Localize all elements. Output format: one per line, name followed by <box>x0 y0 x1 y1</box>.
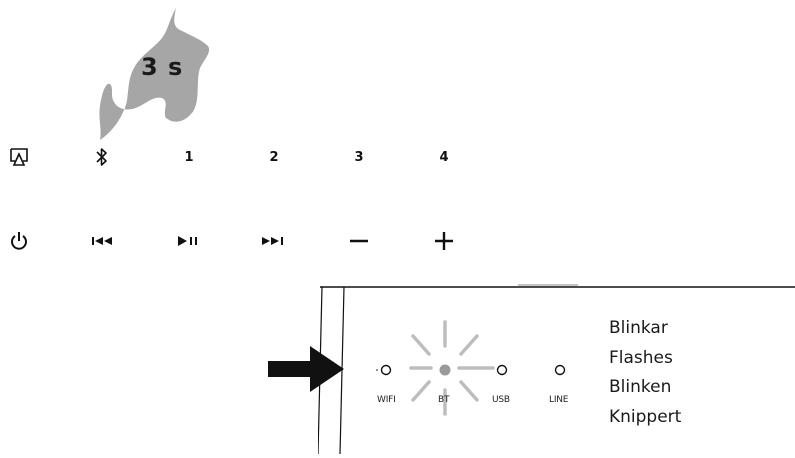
play-pause-icon <box>178 236 197 246</box>
pressing-finger <box>96 6 216 146</box>
flash-rays-icon <box>409 320 495 416</box>
status-swedish: Blinkar <box>609 318 668 338</box>
bluetooth-button[interactable] <box>87 142 117 172</box>
previous-track-icon <box>92 237 112 245</box>
usb-led-icon <box>496 364 508 376</box>
bt-led-icon <box>439 364 451 376</box>
preset-3-button[interactable]: 3 <box>344 142 374 172</box>
bluetooth-icon <box>96 148 107 166</box>
status-dutch: Knippert <box>609 406 682 427</box>
usb-indicator-label: USB <box>492 395 510 405</box>
top-key-row: 1 2 3 4 <box>0 142 795 172</box>
volume-up-button[interactable] <box>429 226 459 256</box>
preset-4-label: 4 <box>439 149 449 165</box>
press-duration-label: 3 s <box>141 53 184 81</box>
next-track-button[interactable] <box>258 226 288 256</box>
airplay-button[interactable] <box>4 142 34 172</box>
preset-1-label: 1 <box>184 149 194 165</box>
status-english: Flashes <box>609 347 673 368</box>
previous-track-button[interactable] <box>88 226 118 256</box>
wifi-led-icon <box>376 364 392 376</box>
volume-down-icon <box>350 239 368 243</box>
line-indicator-label: LINE <box>549 395 569 405</box>
preset-3-label: 3 <box>354 149 364 165</box>
preset-2-button[interactable]: 2 <box>259 142 289 172</box>
line-led-icon <box>554 364 566 376</box>
flash-status-list: Blinkar Flashes Blinken Knippert <box>609 314 681 432</box>
airplay-icon <box>10 148 28 166</box>
preset-2-label: 2 <box>269 149 279 165</box>
power-icon <box>11 232 27 250</box>
wifi-indicator-label: WIFI <box>377 395 396 405</box>
finger-icon <box>99 8 210 140</box>
bt-indicator-label: BT <box>438 395 450 405</box>
preset-4-button[interactable]: 4 <box>429 142 459 172</box>
bottom-key-row <box>0 226 795 256</box>
play-pause-button[interactable] <box>173 226 203 256</box>
pointing-arrow-icon <box>268 346 344 392</box>
preset-1-button[interactable]: 1 <box>174 142 204 172</box>
volume-up-icon <box>435 232 453 250</box>
volume-down-button[interactable] <box>344 226 374 256</box>
power-button[interactable] <box>4 226 34 256</box>
status-german: Blinken <box>609 377 672 397</box>
next-track-icon <box>262 237 283 245</box>
